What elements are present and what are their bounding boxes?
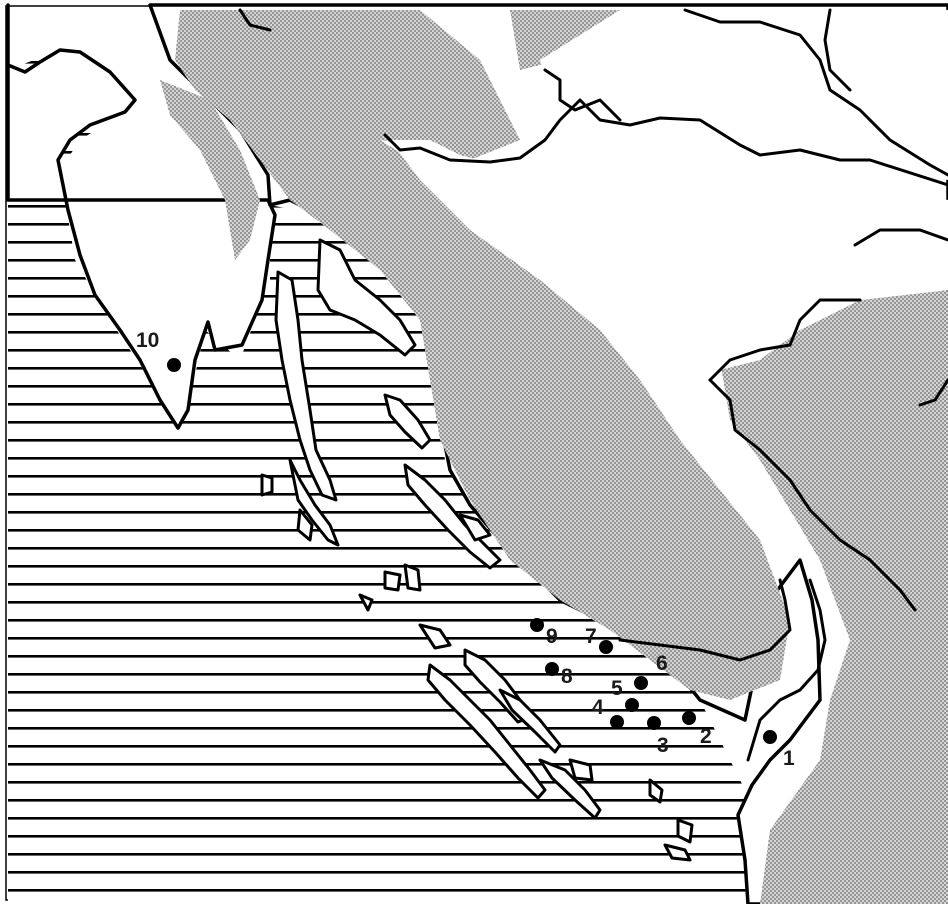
site-6: 6	[634, 652, 668, 690]
island-cres	[274, 270, 338, 502]
istria-peninsula	[6, 3, 277, 430]
site-dot	[599, 640, 613, 654]
river-mouth	[746, 578, 827, 762]
island-small-2	[296, 508, 314, 542]
upland-dinaric	[175, 10, 790, 700]
river-6	[853, 228, 948, 247]
site-label: 1	[783, 747, 795, 770]
site-dot	[530, 618, 544, 632]
site-dot	[763, 730, 777, 744]
site-dot	[167, 358, 181, 372]
river-coastal-lower	[618, 578, 792, 662]
sea-hatched-lower-left	[8, 730, 240, 904]
site-4: 4	[592, 696, 624, 729]
sea-hatched-area	[8, 50, 748, 904]
island-small-4	[403, 563, 422, 592]
upland-east	[720, 290, 948, 904]
site-label: 4	[592, 696, 604, 719]
lowland-northeast	[540, 10, 948, 180]
site-9: 9	[530, 618, 558, 648]
island-losinj	[288, 458, 340, 547]
site-dot	[682, 711, 696, 725]
site-dot	[625, 698, 639, 712]
island-krk	[316, 238, 417, 357]
island-kornati	[538, 758, 602, 820]
island-small-8	[648, 778, 664, 804]
island-pag	[403, 463, 502, 570]
site-label: 2	[700, 725, 712, 748]
river-1	[383, 98, 948, 187]
island-small-11	[568, 758, 594, 782]
site-2: 2	[682, 711, 712, 748]
island-rab	[383, 393, 432, 450]
site-dot	[634, 676, 648, 690]
island-small-9	[676, 818, 694, 844]
river-4	[823, 8, 852, 92]
island-pasman	[498, 688, 562, 754]
site-3: 3	[647, 716, 669, 757]
site-label: 8	[561, 665, 573, 688]
river-8	[918, 378, 948, 407]
site-dot	[545, 662, 559, 676]
site-label: 7	[585, 625, 597, 648]
island-small-3	[383, 570, 402, 592]
site-7: 7	[585, 625, 613, 654]
island-small-6	[418, 623, 452, 650]
site-dot	[610, 715, 624, 729]
island-small-10	[663, 843, 692, 862]
site-dot	[647, 716, 661, 730]
site-8: 8	[545, 662, 573, 688]
river-7	[708, 298, 862, 382]
site-label: 10	[136, 329, 159, 352]
river-2	[543, 68, 622, 122]
site-label: 9	[546, 625, 558, 648]
site-label: 6	[656, 652, 668, 675]
island-small-1	[260, 473, 274, 497]
lowland-north	[380, 120, 948, 370]
site-label: 3	[657, 734, 669, 757]
site-1: 1	[763, 730, 795, 770]
upland-west-strip	[160, 80, 260, 260]
upland-north	[510, 10, 620, 70]
island-dugi	[426, 663, 547, 800]
site-10: 10	[136, 329, 181, 372]
island-small-7	[458, 513, 492, 542]
river-3	[683, 8, 948, 177]
site-5: 5	[611, 677, 639, 712]
river-5	[708, 378, 917, 612]
river-9	[238, 8, 272, 32]
island-small-5	[358, 593, 374, 612]
site-label: 5	[611, 677, 623, 700]
